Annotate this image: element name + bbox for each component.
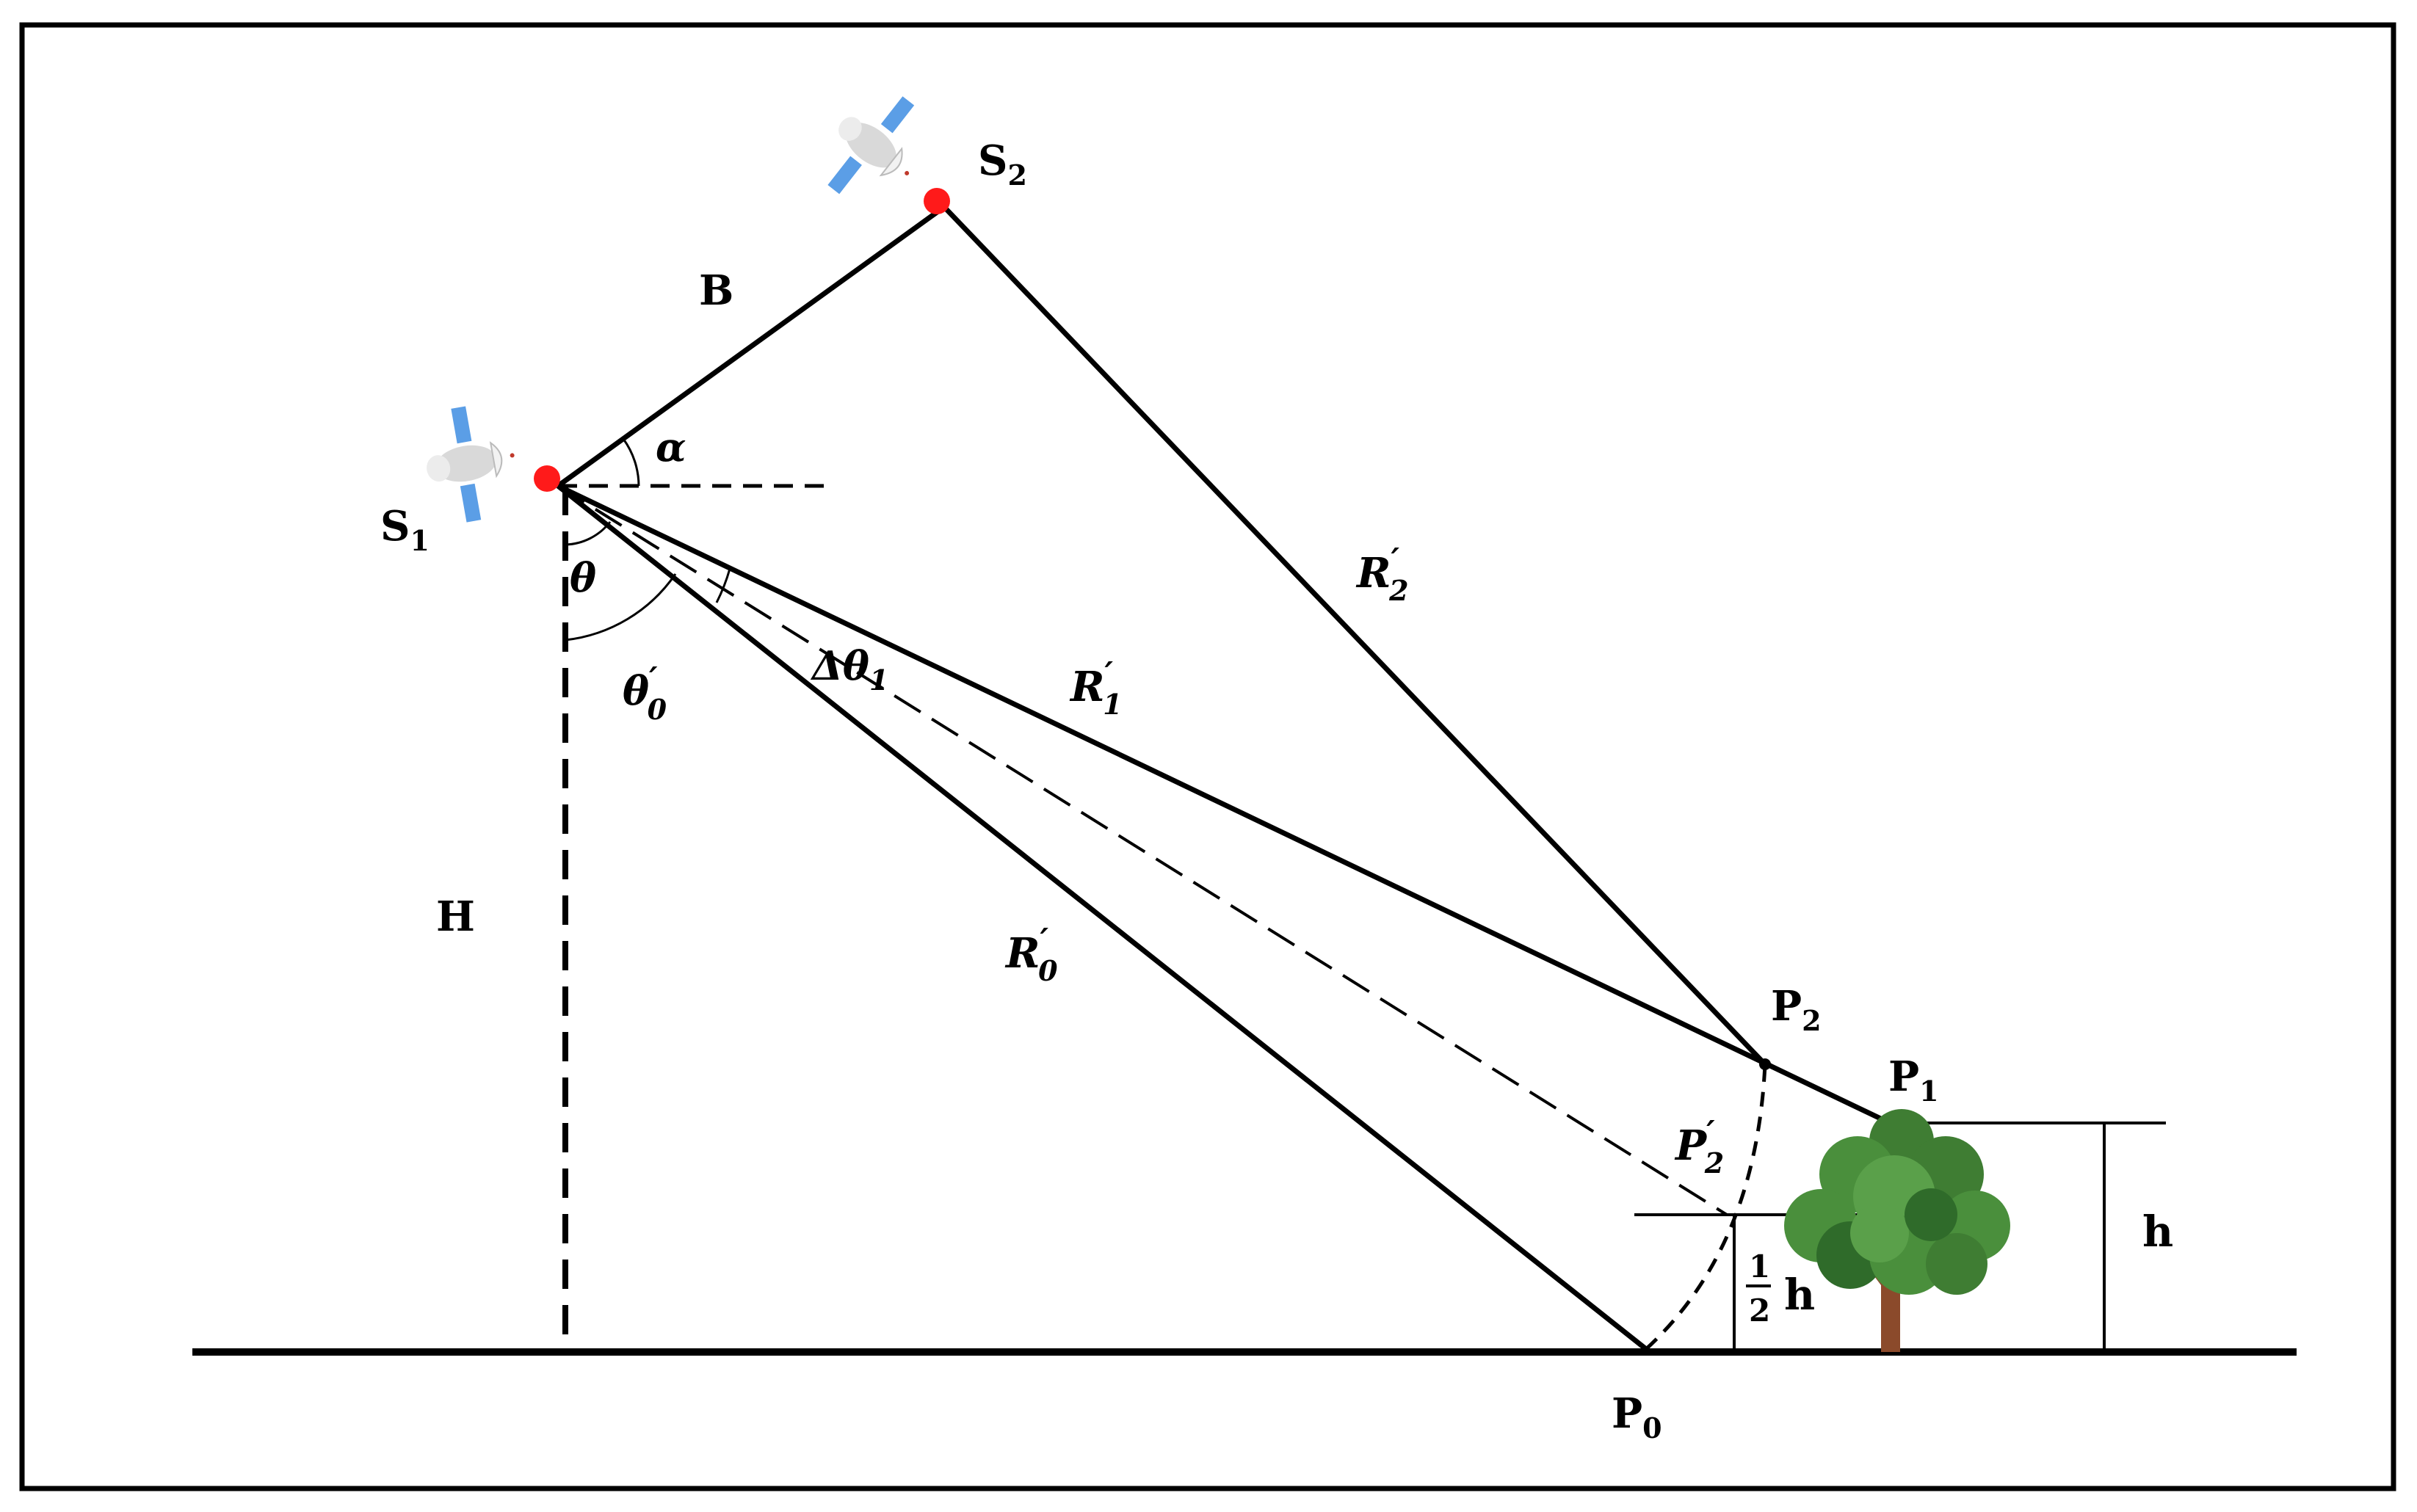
label-B: B xyxy=(699,266,733,315)
satellite-icon xyxy=(427,404,515,524)
delta-theta-arc xyxy=(715,568,731,603)
slant-range-R1 xyxy=(557,483,1891,1126)
label-R0: R′0 xyxy=(1004,922,1058,987)
alpha-arc xyxy=(622,438,640,487)
label-theta: θ xyxy=(570,554,596,601)
fraction-h: h xyxy=(1784,1270,1815,1320)
label-theta0: θ′0 xyxy=(623,661,667,726)
dashed-line-to-P2prime xyxy=(557,484,1728,1216)
tree-icon xyxy=(1784,1109,2010,1352)
theta0-arc xyxy=(565,573,677,641)
theta-arc xyxy=(565,521,612,546)
label-R1: R′1 xyxy=(1069,655,1123,721)
label-delta-theta: Δθ1 xyxy=(810,642,888,697)
fraction-numerator: 1 xyxy=(1749,1249,1770,1284)
label-h: h xyxy=(2142,1207,2173,1257)
label-alpha: α xyxy=(656,424,686,470)
satellite-point-S1 xyxy=(534,465,560,492)
label-H: H xyxy=(436,893,475,941)
label-P2: P2 xyxy=(1771,982,1822,1037)
label-S1: S1 xyxy=(380,502,430,557)
label-P1: P1 xyxy=(1888,1053,1939,1108)
frame-border xyxy=(19,22,2396,1491)
label-P2prime: P′2 xyxy=(1674,1114,1724,1180)
point-P2 xyxy=(1759,1058,1771,1070)
label-R2: R′2 xyxy=(1355,542,1409,607)
label-P0: P0 xyxy=(1612,1389,1662,1444)
satellite-point-S2 xyxy=(924,188,950,214)
slant-range-R2 xyxy=(942,205,1767,1066)
label-S2: S2 xyxy=(978,137,1027,192)
satellite-icon xyxy=(825,94,916,197)
fraction-denominator: 2 xyxy=(1749,1293,1770,1329)
slant-range-R0 xyxy=(556,484,1648,1351)
baseline-B xyxy=(556,205,946,488)
label-half-h: 1 2 h xyxy=(1746,1249,1815,1329)
